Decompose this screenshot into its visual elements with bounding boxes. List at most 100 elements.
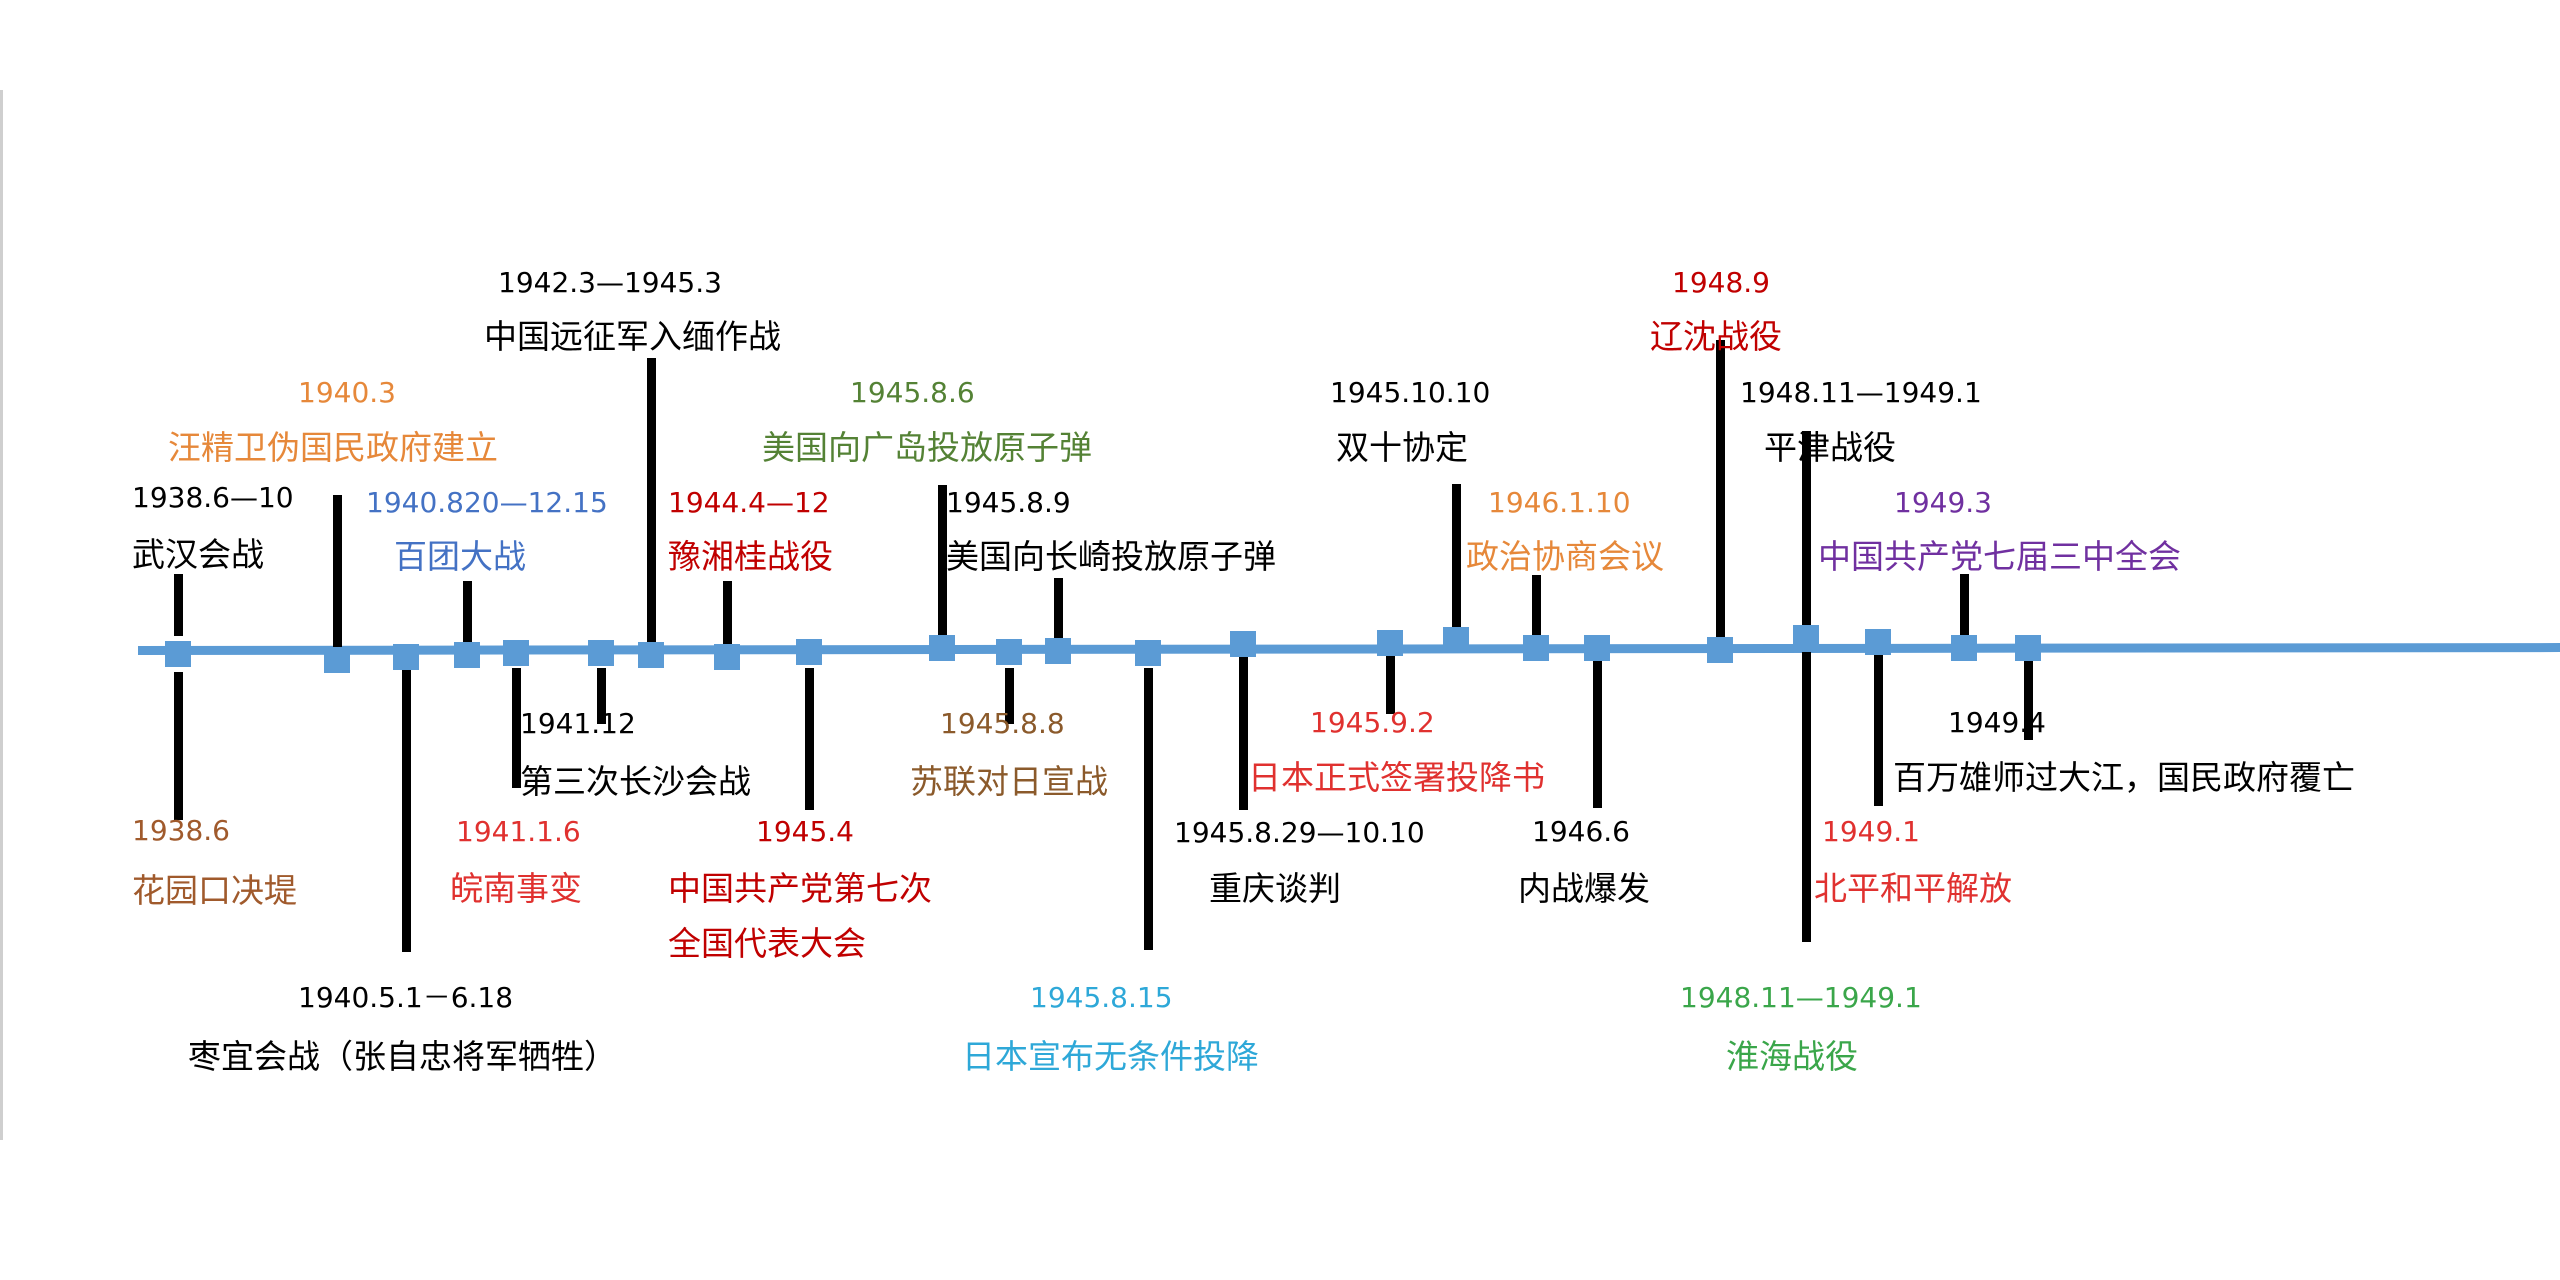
event-date: 1948.11—1949.1	[1680, 981, 1922, 1014]
event-date: 1941.1.6	[456, 815, 581, 848]
event-stem	[1960, 574, 1969, 640]
event-title: 百万雄师过大江，国民政府覆亡	[1893, 758, 2355, 797]
event-stem	[1716, 340, 1725, 642]
event-date: 1941.12	[520, 707, 636, 740]
event-title: 武汉会战	[132, 535, 264, 574]
event-stem	[1802, 652, 1811, 942]
event-date: 1944.4—12	[668, 486, 830, 519]
event-date: 1948.11—1949.1	[1740, 376, 1982, 409]
event-marker	[638, 642, 664, 668]
event-title: 重庆谈判	[1209, 869, 1341, 908]
event-marker	[714, 644, 740, 670]
event-title: 北平和平解放	[1814, 869, 2012, 908]
event-title: 美国向长崎投放原子弹	[946, 537, 1276, 576]
event-marker	[1793, 625, 1819, 651]
event-date: 1945.8.8	[940, 707, 1065, 740]
event-marker	[588, 640, 614, 666]
event-marker	[1045, 638, 1071, 664]
event-title: 中国远征军入缅作战	[484, 317, 781, 356]
event-marker	[503, 640, 529, 666]
event-marker	[393, 644, 419, 670]
event-date: 1938.6	[132, 814, 230, 847]
event-title: 内战爆发	[1518, 869, 1650, 908]
event-date: 1945.9.2	[1310, 706, 1435, 739]
event-title: 枣宜会战（张自忠将军牺牲）	[188, 1037, 617, 1076]
event-title: 第三次长沙会战	[520, 762, 751, 801]
event-title: 中国共产党第七次	[668, 869, 932, 908]
event-stem	[1532, 575, 1541, 640]
event-title: 平津战役	[1764, 428, 1896, 467]
event-date: 1949.1	[1822, 815, 1920, 848]
event-marker	[454, 642, 480, 668]
event-title: 淮海战役	[1726, 1037, 1858, 1076]
event-date: 1945.8.9	[946, 486, 1071, 519]
event-marker	[996, 639, 1022, 665]
event-stem	[1593, 660, 1602, 808]
event-title: 政治协商会议	[1466, 537, 1664, 576]
event-date: 1945.8.15	[1030, 981, 1173, 1014]
event-stem	[938, 485, 947, 640]
event-date: 1946.1.10	[1488, 486, 1631, 519]
event-date: 1938.6—10	[132, 481, 294, 514]
event-stem	[597, 668, 606, 724]
event-title-line2: 全国代表大会	[668, 924, 866, 963]
event-title: 苏联对日宣战	[910, 762, 1108, 801]
event-marker	[1584, 635, 1610, 661]
event-title: 皖南事变	[450, 869, 582, 908]
event-stem	[512, 668, 521, 788]
event-stem	[1874, 654, 1883, 806]
event-stem	[402, 668, 411, 952]
event-title: 花园口决堤	[132, 871, 297, 910]
event-date: 1946.6	[1532, 815, 1630, 848]
event-marker	[929, 635, 955, 661]
event-date: 1945.8.6	[850, 376, 975, 409]
event-stem	[1239, 656, 1248, 810]
event-stem	[1054, 578, 1063, 642]
event-date: 1940.5.1－6.18	[298, 981, 514, 1014]
event-stem	[1005, 668, 1014, 724]
event-marker	[1377, 630, 1403, 656]
event-date: 1948.9	[1672, 266, 1770, 299]
event-date: 1942.3—1945.3	[498, 266, 722, 299]
event-date: 1940.3	[298, 376, 396, 409]
event-stem	[805, 668, 814, 810]
event-marker	[2015, 635, 2041, 661]
event-marker	[1135, 640, 1161, 666]
event-date: 1945.10.10	[1330, 376, 1491, 409]
event-stem	[1144, 668, 1153, 950]
event-marker	[1230, 631, 1256, 657]
event-title: 日本正式签署投降书	[1248, 758, 1545, 797]
event-marker	[1523, 635, 1549, 661]
event-marker	[324, 647, 350, 673]
event-marker	[1865, 629, 1891, 655]
event-title: 汪精卫伪国民政府建立	[168, 428, 498, 467]
event-date: 1945.4	[756, 815, 854, 848]
event-date: 1940.820—12.15	[366, 486, 608, 519]
event-title: 美国向广岛投放原子弹	[762, 428, 1092, 467]
event-title: 辽沈战役	[1650, 317, 1782, 356]
event-stem	[1386, 656, 1395, 714]
event-stem	[2024, 660, 2033, 740]
event-date: 1949.4	[1948, 706, 2046, 739]
event-marker	[1707, 637, 1733, 663]
event-title: 中国共产党七届三中全会	[1818, 537, 2181, 576]
event-date: 1945.8.29—10.10	[1174, 816, 1425, 849]
event-stem	[1452, 484, 1461, 632]
event-marker	[165, 641, 191, 667]
event-stem	[333, 495, 342, 650]
left-border-line	[0, 90, 3, 1140]
event-date: 1949.3	[1894, 486, 1992, 519]
event-marker	[796, 639, 822, 665]
event-title: 双十协定	[1336, 428, 1468, 467]
event-stem	[647, 358, 656, 646]
event-stem	[1802, 431, 1811, 630]
event-title: 百团大战	[394, 537, 526, 576]
event-stem	[463, 581, 472, 646]
event-marker	[1951, 635, 1977, 661]
event-stem	[174, 672, 183, 820]
event-stem	[723, 581, 732, 650]
event-stem	[174, 574, 183, 636]
event-marker	[1443, 627, 1469, 653]
event-title: 日本宣布无条件投降	[962, 1037, 1259, 1076]
